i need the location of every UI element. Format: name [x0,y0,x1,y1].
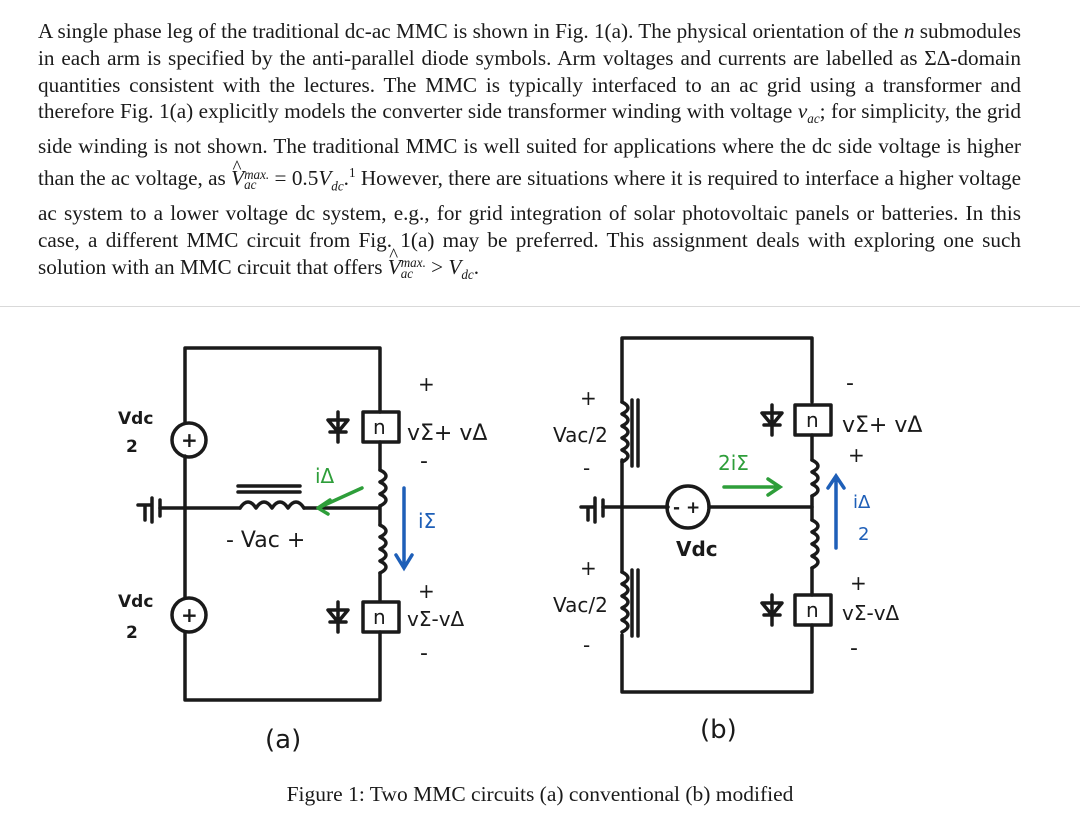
svg-text:+: + [580,556,597,580]
b-vdc-label: Vdc [676,537,718,561]
a-upper-inductor [378,468,388,508]
a-transformer-coil [238,500,306,510]
svg-text:-: - [846,371,854,396]
svg-text:+: + [848,443,865,467]
a-transformer-core [236,484,302,494]
b-upper-diode [760,403,784,437]
svg-text:-: - [583,633,590,657]
a-vdc-bot-label: Vdc [118,592,153,612]
svg-text:2: 2 [126,623,138,643]
svg-text:+: + [181,603,198,627]
b-outer-wire [620,336,814,404]
svg-text:2: 2 [126,437,138,457]
b-vac-half-top-label: Vac/2 [553,423,608,447]
svg-text:n: n [806,408,819,432]
svg-text:+: + [181,428,198,452]
a-upper-diode [326,410,350,444]
b-dc-source-polarity: - + [673,498,700,518]
svg-text:+: + [418,372,435,396]
b-lower-diode [760,593,784,627]
b-upper-inductor [810,458,820,498]
b-lower-inductor [810,518,820,570]
b-vac-half-bot-label: Vac/2 [553,593,608,617]
b-ground-symbol [579,496,605,524]
a-dc-source-top [170,421,208,459]
a-lower-arm-voltage: vΣ-vΔ [407,607,465,631]
b-lower-transformer [620,570,630,634]
page-divider [0,306,1080,307]
svg-text:-: - [420,641,428,666]
svg-text:-: - [420,449,428,474]
svg-text:n: n [373,605,386,629]
b-2i-sigma-label: 2iΣ [718,451,749,475]
svg-text:+: + [418,579,435,603]
svg-text:+: + [850,571,867,595]
a-left-wire-bot [183,630,382,702]
a-vac-label: - Vac + [226,528,305,553]
svg-text:+: + [580,386,597,410]
svg-text:-: - [850,636,858,661]
figure-caption: Figure 1: Two MMC circuits (a) conventio… [286,782,794,806]
a-i-delta-label: iΔ [315,464,335,488]
svg-text:-: - [583,456,590,480]
a-i-sigma-label: iΣ [418,509,436,533]
b-lower-arm-voltage: vΣ-vΔ [842,601,900,625]
b-upper-transformer [620,400,630,464]
b-upper-arm-voltage: vΣ+ vΔ [842,413,922,438]
a-upper-arm-voltage: vΣ+ vΔ [407,421,487,446]
b-bottom-wire [620,623,814,694]
a-figure-label: (a) [265,725,301,755]
b-lower-submodule [793,593,833,627]
a-lower-diode [326,600,350,634]
b-i-delta-arrow [826,472,846,550]
svg-text:n: n [373,415,386,439]
svg-text:2: 2 [858,524,869,545]
a-dc-source-bot [170,596,208,634]
a-lower-inductor [378,523,388,575]
b-i-delta-half-label: iΔ [853,492,871,513]
intro-paragraph: A single phase leg of the traditional dc… [38,18,1021,289]
a-left-wire [183,346,382,424]
a-ground-symbol [136,496,162,524]
a-i-sigma-arrow [394,486,414,572]
a-lower-submodule [361,600,401,634]
b-figure-label: (b) [700,715,737,745]
svg-text:n: n [806,598,819,622]
b-2i-sigma-arrow [722,477,784,497]
a-i-delta-arrow [316,486,364,516]
a-vdc-top-label: Vdc [118,409,153,429]
